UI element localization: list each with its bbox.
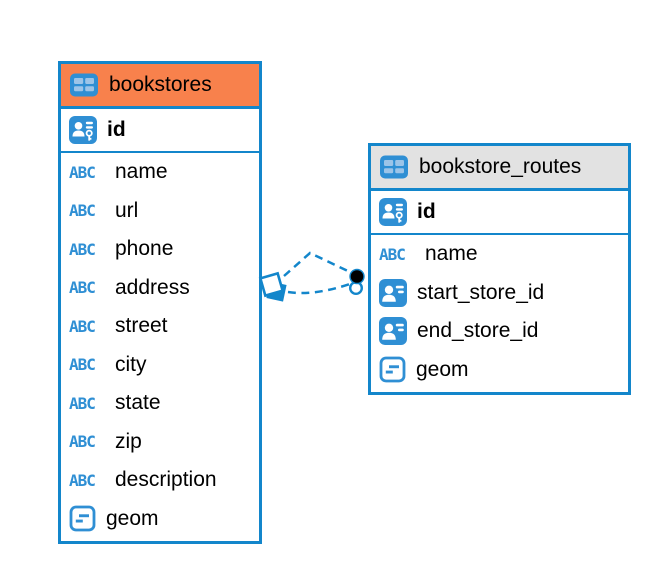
column-row-url[interactable]: ABC url: [61, 192, 259, 231]
column-name: start_store_id: [417, 280, 545, 304]
geometry-type-icon: [379, 356, 406, 383]
column-row-zip[interactable]: ABC zip: [61, 423, 259, 462]
text-type-icon: ABC: [69, 239, 96, 259]
column-name: name: [425, 242, 478, 266]
column-row-city[interactable]: ABC city: [61, 346, 259, 385]
column-row-end-store-id[interactable]: end_store_id: [371, 312, 628, 351]
primary-key-name: id: [107, 118, 126, 141]
relationship-line-upper[interactable]: [283, 251, 351, 277]
primary-key-icon: [379, 198, 407, 226]
column-name: end_store_id: [417, 319, 539, 343]
circle-marker-front: [349, 268, 365, 285]
table-header[interactable]: bookstore_routes: [371, 146, 628, 191]
text-type-icon: ABC: [69, 432, 96, 452]
column-row-address[interactable]: ABC address: [61, 269, 259, 308]
column-row-street[interactable]: ABC street: [61, 307, 259, 346]
circle-marker-back: [349, 281, 364, 296]
column-name: url: [115, 198, 139, 222]
table-icon: [380, 155, 408, 179]
table-bookstores[interactable]: bookstores id ABC name ABC url ABC phon: [58, 61, 262, 544]
diamond-marker-front: [258, 271, 285, 298]
column-row-name[interactable]: ABC name: [371, 235, 628, 274]
id-badge-icon: [379, 317, 407, 346]
column-row-state[interactable]: ABC state: [61, 384, 259, 423]
text-type-icon: ABC: [379, 244, 406, 264]
text-type-icon: ABC: [69, 278, 96, 298]
column-name: description: [115, 468, 217, 492]
diamond-marker-back: [266, 281, 287, 302]
column-row-start-store-id[interactable]: start_store_id: [371, 274, 628, 313]
column-row-phone[interactable]: ABC phone: [61, 230, 259, 269]
table-title: bookstore_routes: [419, 155, 582, 178]
column-name: address: [115, 275, 190, 299]
column-name: phone: [115, 237, 174, 261]
table-title: bookstores: [109, 73, 212, 96]
text-type-icon: ABC: [69, 355, 96, 375]
text-type-icon: ABC: [69, 201, 96, 221]
column-name: city: [115, 352, 147, 376]
primary-key-name: id: [417, 200, 436, 223]
table-icon: [70, 73, 98, 97]
column-name: name: [115, 160, 168, 184]
column-row-geom[interactable]: geom: [371, 351, 628, 390]
column-name: geom: [416, 357, 469, 381]
column-row-name[interactable]: ABC name: [61, 153, 259, 192]
text-type-icon: ABC: [69, 162, 96, 182]
geometry-type-icon: [69, 505, 96, 532]
primary-key-row[interactable]: id: [61, 109, 259, 153]
table-bookstore-routes[interactable]: bookstore_routes id ABC name: [368, 143, 631, 395]
text-type-icon: ABC: [69, 470, 96, 490]
column-name: state: [115, 391, 161, 415]
column-name: zip: [115, 429, 142, 453]
column-name: street: [115, 314, 168, 338]
column-row-description[interactable]: ABC description: [61, 461, 259, 500]
column-name: geom: [106, 506, 159, 530]
text-type-icon: ABC: [69, 316, 96, 336]
text-type-icon: ABC: [69, 393, 96, 413]
primary-key-icon: [69, 116, 97, 144]
column-row-geom[interactable]: geom: [61, 500, 259, 539]
id-badge-icon: [379, 278, 407, 307]
table-header[interactable]: bookstores: [61, 64, 259, 109]
primary-key-row[interactable]: id: [371, 191, 628, 235]
relationship-line-lower[interactable]: [287, 282, 351, 295]
